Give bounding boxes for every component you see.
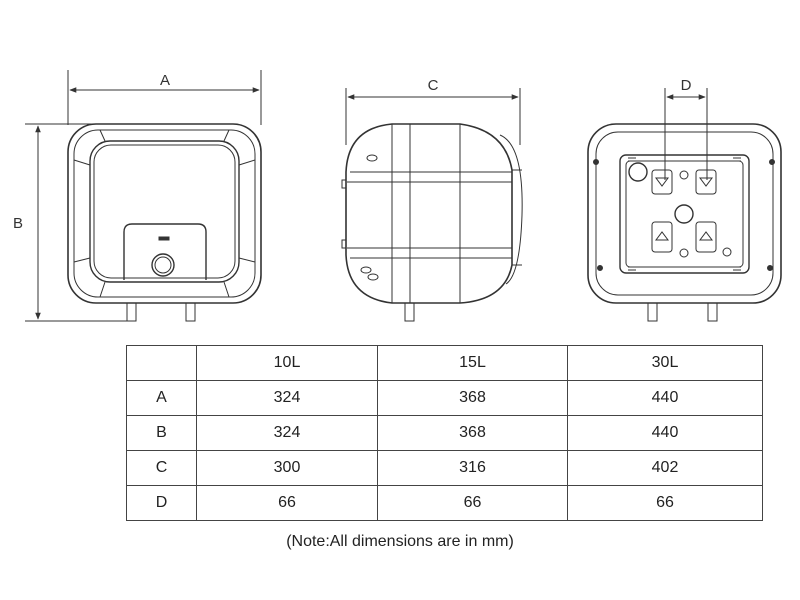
front-view bbox=[25, 70, 262, 322]
screw-bottom-right bbox=[767, 265, 773, 271]
dim-label-a: A bbox=[160, 72, 170, 89]
column-header-15l: 15L bbox=[377, 345, 568, 381]
rear-pipe-left bbox=[647, 302, 658, 322]
table-cell: 316 bbox=[377, 450, 568, 486]
rear-center-port bbox=[674, 204, 694, 224]
table-header-row: 10L 15L 30L bbox=[126, 345, 763, 381]
front-body-inner bbox=[89, 140, 240, 283]
rear-body-outer bbox=[587, 123, 782, 304]
technical-drawing: A B C D bbox=[13, 70, 782, 322]
wall-bracket bbox=[499, 134, 523, 285]
rear-body-inner bbox=[595, 131, 774, 296]
side-pipe bbox=[404, 302, 415, 322]
row-label: B bbox=[126, 415, 197, 451]
mount-hole-bottom-1 bbox=[360, 266, 372, 274]
row-label: D bbox=[126, 485, 197, 521]
pipe-right bbox=[185, 302, 196, 322]
table-corner-cell bbox=[126, 345, 197, 381]
pipe-left bbox=[126, 302, 137, 322]
table-cell: 440 bbox=[567, 415, 763, 451]
hanger-slot-top-right bbox=[695, 169, 717, 195]
table-cell: 300 bbox=[196, 450, 378, 486]
table-cell: 66 bbox=[196, 485, 378, 521]
side-view bbox=[341, 88, 523, 322]
rear-view bbox=[587, 88, 782, 322]
screw-top-right bbox=[769, 159, 775, 165]
table-cell: 66 bbox=[567, 485, 763, 521]
screw-bottom-left bbox=[597, 265, 603, 271]
mounting-plate bbox=[619, 154, 750, 274]
hanger-slot-top-left bbox=[651, 169, 673, 195]
mount-hole-bottom-2 bbox=[367, 273, 379, 281]
control-panel bbox=[123, 223, 207, 280]
table-cell: 368 bbox=[377, 380, 568, 416]
table-row: B 324 368 440 bbox=[126, 415, 763, 451]
front-body-inner-edge bbox=[93, 144, 236, 279]
table-cell: 440 bbox=[567, 380, 763, 416]
dim-label-c: C bbox=[428, 77, 439, 94]
hanger-slot-bottom-left bbox=[651, 221, 673, 253]
thermostat-knob bbox=[151, 253, 175, 277]
hanger-slot-bottom-right bbox=[695, 221, 717, 253]
screw-top-left bbox=[593, 159, 599, 165]
side-body-outer bbox=[345, 123, 513, 304]
table-cell: 324 bbox=[196, 380, 378, 416]
dimensions-note: (Note:All dimensions are in mm) bbox=[286, 533, 514, 550]
front-body-band bbox=[73, 129, 256, 298]
row-label: A bbox=[126, 380, 197, 416]
front-body-outer bbox=[67, 123, 262, 304]
dim-label-d: D bbox=[681, 77, 692, 94]
table-cell: 324 bbox=[196, 415, 378, 451]
dimensions-table: 10L 15L 30L A 324 368 440 B 324 368 440 … bbox=[126, 345, 763, 521]
table-cell: 368 bbox=[377, 415, 568, 451]
table-cell: 66 bbox=[377, 485, 568, 521]
table-row: C 300 316 402 bbox=[126, 450, 763, 486]
table-cell: 402 bbox=[567, 450, 763, 486]
column-header-10l: 10L bbox=[196, 345, 378, 381]
indicator-light bbox=[158, 236, 170, 241]
rear-round-port bbox=[628, 162, 648, 182]
thermostat-knob-inner bbox=[154, 256, 172, 274]
table-row: D 66 66 66 bbox=[126, 485, 763, 521]
row-label: C bbox=[126, 450, 197, 486]
rear-pipe-right bbox=[707, 302, 718, 322]
column-header-30l: 30L bbox=[567, 345, 763, 381]
dim-label-b: B bbox=[13, 215, 23, 232]
mount-hole-top bbox=[366, 154, 378, 162]
table-row: A 324 368 440 bbox=[126, 380, 763, 416]
